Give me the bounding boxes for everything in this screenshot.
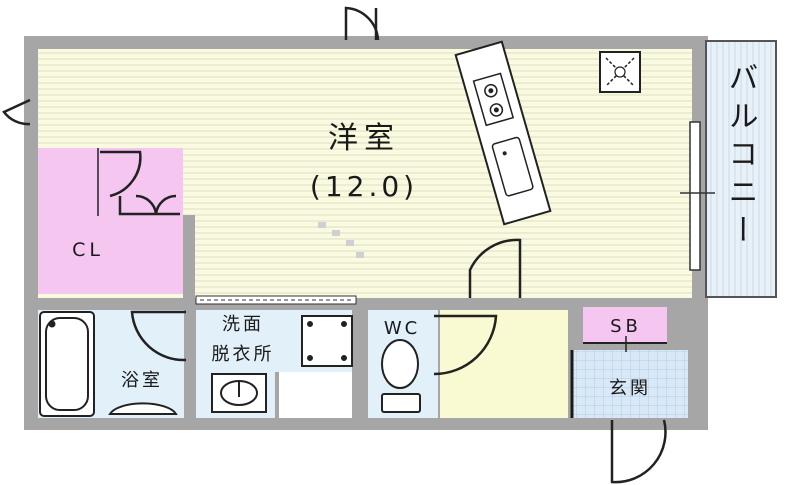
washroom-notch xyxy=(275,372,352,418)
balcony-window xyxy=(689,121,701,271)
sliding-door xyxy=(195,295,357,305)
partition-wall xyxy=(24,298,708,310)
bathtub-icon xyxy=(39,311,95,417)
balcony-area xyxy=(705,40,777,298)
washroom-notch-wall xyxy=(275,372,279,430)
kitchen-counter xyxy=(454,40,552,226)
floor-step-marks xyxy=(318,222,364,258)
closet-wall xyxy=(183,215,195,298)
bathroom-label: 浴室 xyxy=(121,370,163,391)
toilet-door-icon xyxy=(433,314,498,376)
entrance-door-icon xyxy=(610,419,667,484)
bath-sink-icon xyxy=(108,402,178,415)
shoe-box-label: SB xyxy=(610,316,642,337)
washbasin-icon xyxy=(211,373,267,413)
toilet-icon xyxy=(381,339,421,413)
entrance-area xyxy=(572,350,688,418)
entrance-label: 玄関 xyxy=(609,378,651,399)
closet-area xyxy=(38,148,183,294)
washing-machine-icon xyxy=(301,315,353,367)
balcony-label: バルコニー xyxy=(723,62,758,252)
washroom-door-icon xyxy=(130,310,187,362)
western-room-label: 洋室 xyxy=(328,121,400,156)
western-room-size: (12.0) xyxy=(310,170,418,203)
left-door-icon xyxy=(2,98,31,126)
top-door-icon xyxy=(344,6,380,41)
washroom-label-line1: 洗面 xyxy=(222,314,264,335)
closet-door-icon xyxy=(97,148,180,216)
shoe-box-area xyxy=(583,307,667,343)
ventilation-fan-icon xyxy=(599,51,641,93)
hall-door-icon xyxy=(468,238,522,298)
hall-area xyxy=(440,310,568,418)
closet-label: CL xyxy=(72,239,104,261)
toilet-label: WC xyxy=(384,318,420,339)
washroom-label-line2: 脱衣所 xyxy=(212,344,275,365)
